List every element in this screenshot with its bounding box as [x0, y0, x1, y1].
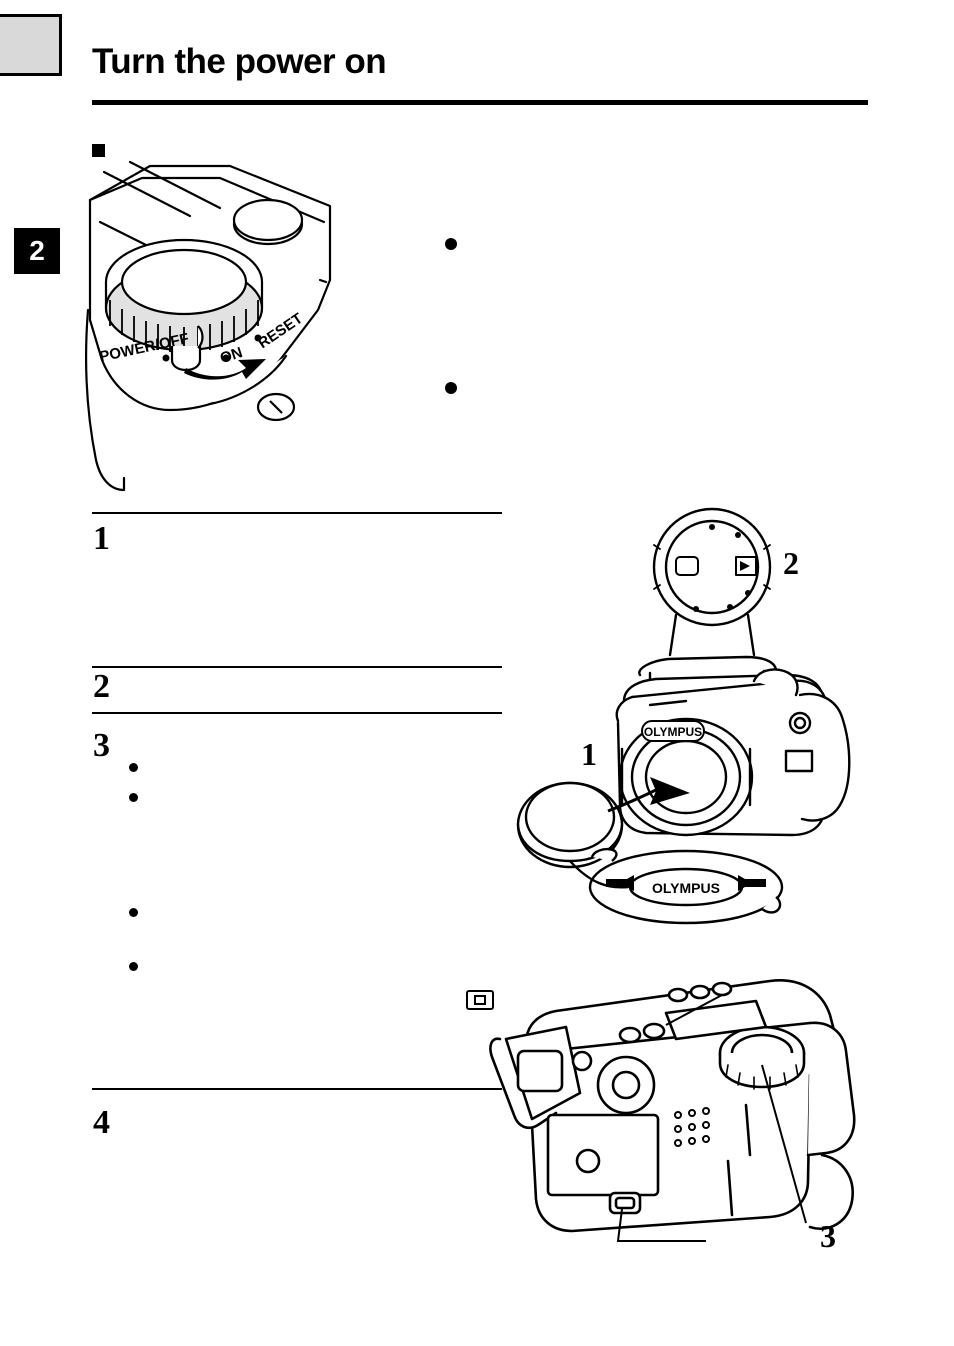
rule-above-step-2 [92, 666, 502, 668]
figure-power-dial [80, 160, 340, 505]
figure-camera-back [470, 965, 900, 1270]
callout-front-2: 2 [783, 545, 799, 581]
monitor-icon [466, 990, 494, 1010]
page-title: Turn the power on [92, 42, 387, 81]
lens-cap-brand-label: OLYMPUS [652, 880, 720, 896]
step-number-4: 4 [93, 1104, 110, 1141]
figure-camera-front: OLYMPUS OLYMPUS [500, 505, 920, 930]
callout-back-3: 3 [820, 1218, 836, 1254]
step3-bullet-4 [129, 962, 138, 971]
rule-above-step-4 [92, 1088, 502, 1090]
step-number-1: 1 [93, 520, 110, 557]
step3-bullet-3 [129, 908, 138, 917]
camera-brand-label: OLYMPUS [644, 725, 702, 739]
step-number-3: 3 [93, 727, 110, 764]
step3-bullet-2 [129, 793, 138, 802]
intro-bullet-2 [445, 382, 457, 394]
step3-bullet-1 [129, 763, 138, 772]
section-bullet-square [92, 144, 105, 157]
page-corner-tab [0, 14, 62, 76]
intro-bullet-1 [445, 238, 457, 250]
rule-above-step-3 [92, 712, 502, 714]
chapter-number-tab: 2 [14, 228, 60, 274]
step-number-2: 2 [93, 668, 110, 705]
title-underline [92, 100, 868, 105]
callout-front-1: 1 [581, 736, 597, 772]
rule-above-step-1 [92, 512, 502, 514]
